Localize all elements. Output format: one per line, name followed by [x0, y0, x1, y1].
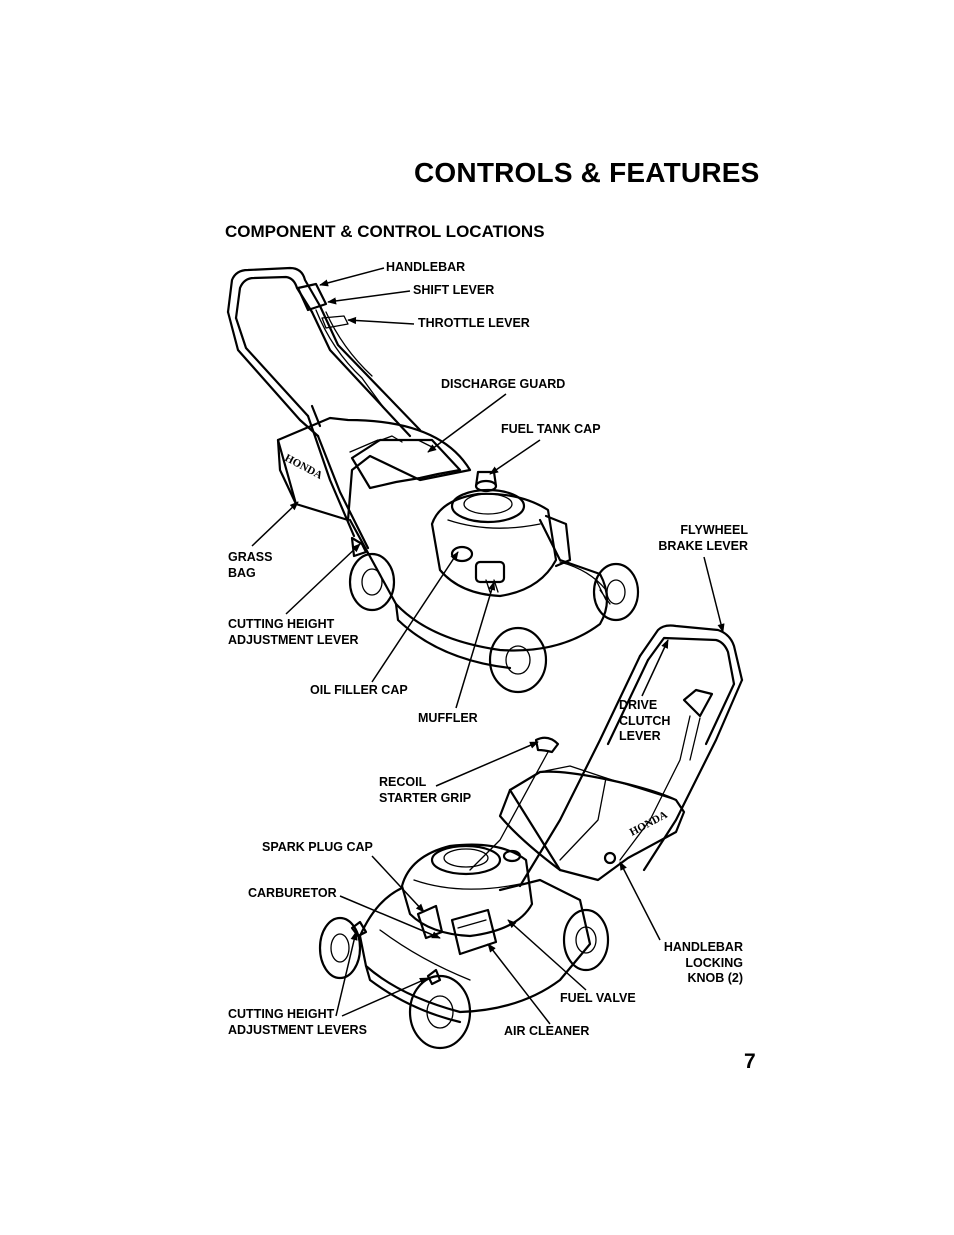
leader-lines — [251, 267, 725, 1025]
label-oil-filler-cap: OIL FILLER CAP — [310, 683, 408, 697]
label-grass-bag: GRASS BAG — [228, 550, 273, 580]
label-flywheel-brake-lever: FLYWHEEL BRAKE LEVER — [658, 523, 748, 553]
label-handlebar-locking-knob: HANDLEBAR LOCKING KNOB (2) — [663, 940, 743, 985]
label-recoil-starter-grip: RECOIL STARTER GRIP — [379, 775, 472, 805]
label-fuel-valve: FUEL VALVE — [560, 991, 636, 1005]
label-throttle-lever: THROTTLE LEVER — [418, 316, 530, 330]
page-number: 7 — [744, 1050, 756, 1073]
label-cutting-height-lever: CUTTING HEIGHT ADJUSTMENT LEVER — [228, 617, 359, 647]
label-spark-plug-cap: SPARK PLUG CAP — [262, 840, 373, 854]
label-shift-lever: SHIFT LEVER — [413, 283, 495, 297]
label-muffler: MUFFLER — [418, 711, 478, 725]
label-handlebar: HANDLEBAR — [386, 260, 466, 274]
label-drive-clutch-lever: DRIVE CLUTCH LEVER — [619, 698, 671, 743]
section-title: COMPONENT & CONTROL LOCATIONS — [225, 222, 545, 241]
page-title: CONTROLS & FEATURES — [414, 157, 760, 188]
label-cutting-height-levers: CUTTING HEIGHT ADJUSTMENT LEVERS — [228, 1007, 367, 1037]
brand-text-bottom: HONDA — [628, 809, 670, 839]
label-air-cleaner: AIR CLEANER — [504, 1024, 590, 1038]
label-fuel-tank-cap: FUEL TANK CAP — [501, 422, 601, 436]
label-carburetor: CARBURETOR — [248, 886, 337, 900]
label-discharge-guard: DISCHARGE GUARD — [441, 377, 566, 391]
